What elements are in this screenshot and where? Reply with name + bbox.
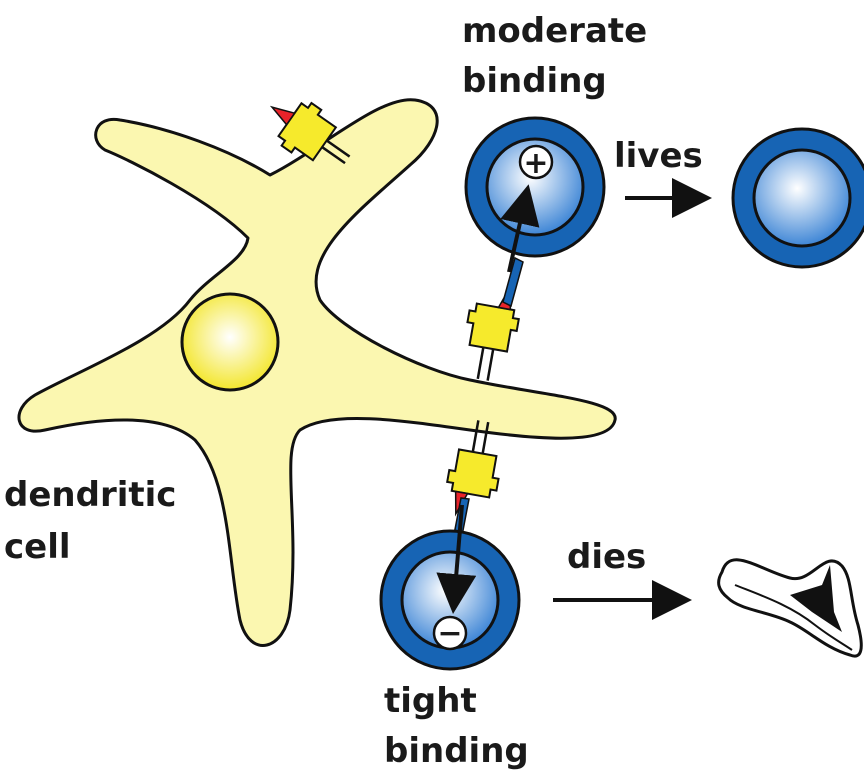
moderate-binding-label-line2: binding [462, 61, 607, 101]
t-cell-survived [733, 129, 864, 267]
positive-signal-sign: + [523, 146, 548, 181]
tight-binding-label-line2: binding [384, 731, 529, 771]
tight-binding-label-line1: tight [384, 681, 477, 721]
dies-label: dies [567, 537, 646, 577]
lives-label: lives [614, 136, 703, 176]
dendritic-cell-label-line1: dendritic [4, 475, 176, 515]
tcr-moderate [503, 258, 523, 306]
t-cell-tight: − [381, 531, 519, 669]
moderate-binding-label-line1: moderate [462, 11, 647, 51]
dendritic-cell-nucleus [182, 294, 278, 390]
t-cell-moderate: + [466, 118, 604, 256]
dead-t-cell [719, 560, 862, 656]
negative-signal-sign: − [437, 616, 462, 651]
dendritic-cell-label-line2: cell [4, 527, 71, 567]
